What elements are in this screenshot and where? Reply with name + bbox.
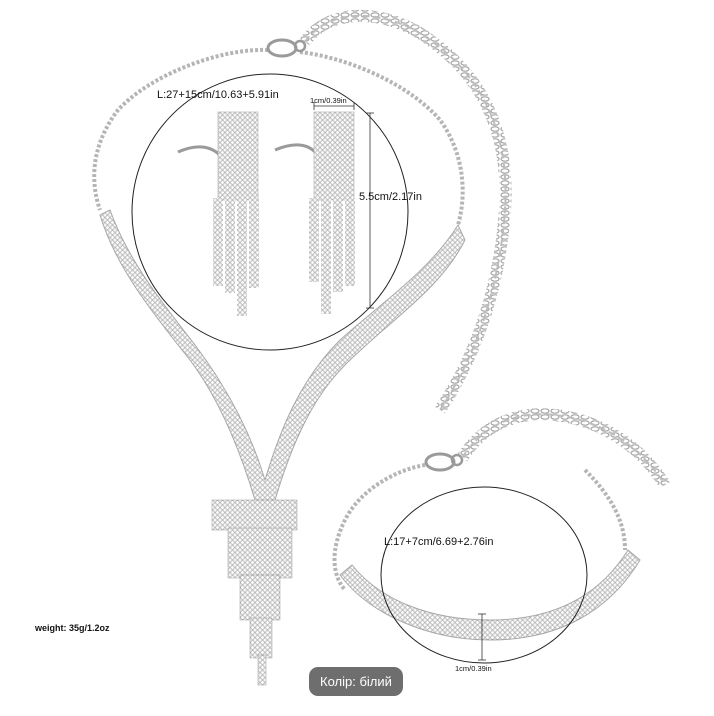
earring-width-label: 1cm/0.39in bbox=[310, 96, 347, 105]
color-variant-badge[interactable]: Колір: білий bbox=[309, 667, 403, 696]
bracelet-extension-chain bbox=[456, 408, 671, 489]
necklace-chain bbox=[92, 47, 269, 211]
bracelet-chain bbox=[332, 463, 426, 592]
earring-height-label: 5.5cm/2.17in bbox=[359, 191, 422, 203]
bracelet-body bbox=[339, 549, 641, 641]
bracelet-callout-circle bbox=[380, 486, 588, 664]
earring-dimension-lines bbox=[313, 102, 374, 309]
earring-callout-circle bbox=[131, 73, 409, 351]
necklace-length-label: L:27+15cm/10.63+5.91in bbox=[157, 89, 279, 101]
clasp-icon bbox=[266, 38, 307, 58]
bracelet-dimension-line bbox=[478, 613, 486, 661]
bracelet-length-label: L:17+7cm/6.69+2.76in bbox=[384, 536, 494, 548]
weight-label: weight: 35g/1.2oz bbox=[35, 623, 110, 633]
earring-left bbox=[177, 111, 259, 316]
earring-right bbox=[274, 111, 355, 314]
necklace-body bbox=[99, 209, 466, 541]
necklace-tassels bbox=[211, 499, 298, 686]
bracelet-clasp-icon bbox=[424, 452, 464, 472]
necklace-chain-right bbox=[299, 50, 465, 226]
bracelet-width-label: 1cm/0.39in bbox=[455, 664, 492, 673]
